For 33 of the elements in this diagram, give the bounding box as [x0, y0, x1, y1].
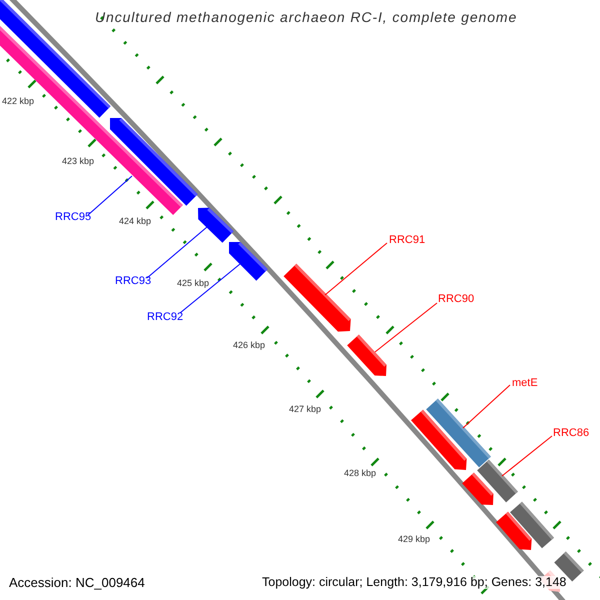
leader-line	[502, 436, 552, 476]
tick-label: 422 kbp	[2, 97, 34, 106]
gene-feature	[198, 208, 234, 243]
title: Uncultured methanogenic archaeon RC-I, complete genome	[95, 10, 518, 24]
gene-label: metE	[512, 378, 538, 389]
accession-text: Accession: NC_009464	[9, 576, 145, 589]
gene-feature	[411, 410, 467, 470]
leader-line	[180, 264, 240, 314]
gene-feature	[110, 118, 198, 206]
gene-feature	[347, 334, 386, 376]
tick-label: 428 kbp	[344, 469, 376, 478]
gene-label: RRC90	[438, 294, 474, 305]
leader-line	[374, 302, 438, 352]
gene-label: RRC91	[389, 235, 426, 246]
tick-label: 425 kbp	[177, 279, 210, 288]
tick-label: 426 kbp	[233, 341, 266, 350]
leader-line	[88, 176, 132, 216]
gene-feature	[229, 242, 268, 281]
tick-label: 429 kbp	[398, 535, 430, 544]
leader-line	[324, 242, 388, 296]
gene-label: RRC95	[55, 212, 92, 223]
leader-line	[462, 384, 510, 428]
gene-feature	[510, 502, 554, 548]
tick-label: 424 kbp	[119, 217, 152, 226]
gene-label: RRC86	[553, 428, 590, 439]
gene-feature	[284, 264, 351, 332]
genome-info-text: Topology: circular; Length: 3,179,916 bp; Genes: 3,148	[262, 576, 566, 588]
gene-label: RRC92	[147, 312, 184, 323]
leader-line	[146, 226, 208, 278]
tick-label: 423 kbp	[62, 157, 94, 166]
tick-label: 427 kbp	[289, 405, 322, 414]
gene-feature	[462, 472, 494, 505]
gene-label: RRC93	[115, 276, 152, 287]
